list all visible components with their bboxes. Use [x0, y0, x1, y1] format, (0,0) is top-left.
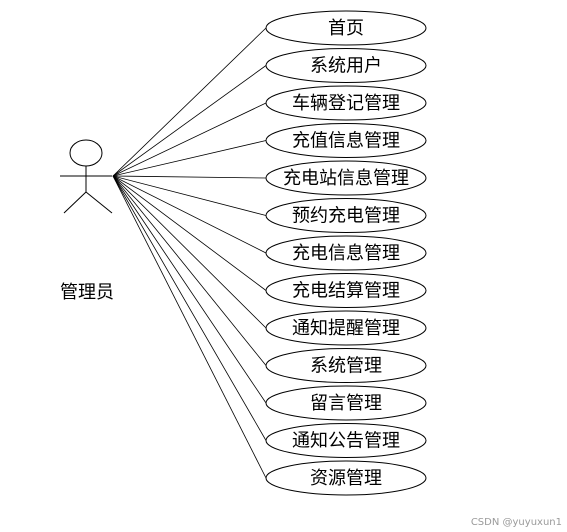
use-case-label: 充电信息管理 [292, 243, 400, 264]
use-case-ellipse [265, 310, 427, 346]
use-case-list: 首页系统用户车辆登记管理充值信息管理充电站信息管理预约充电管理充电信息管理充电结… [265, 10, 427, 496]
use-case-ellipse [265, 48, 427, 83]
use-case-10: 系统管理 [265, 348, 427, 383]
use-case-ellipse [265, 423, 427, 458]
association-lines [112, 27, 267, 479]
association-line-2 [112, 65, 267, 177]
use-case-ellipse [265, 198, 427, 233]
use-case-label: 通知公告管理 [292, 431, 400, 452]
use-case-label: 充值信息管理 [292, 131, 400, 152]
use-case-ellipse [265, 273, 427, 308]
association-line-4 [112, 140, 267, 177]
actor-right-leg [85, 191, 113, 214]
use-case-label: 系统用户 [310, 56, 382, 77]
use-case-ellipse [265, 10, 427, 46]
actor-figure: 管理员 [60, 139, 114, 303]
actor-label: 管理员 [60, 282, 114, 303]
use-case-label: 资源管理 [310, 468, 382, 489]
use-case-label: 留言管理 [310, 393, 382, 414]
association-line-1 [112, 27, 267, 177]
use-case-ellipse [265, 160, 427, 196]
use-case-1: 首页 [265, 10, 427, 46]
use-case-12: 通知公告管理 [265, 423, 427, 458]
use-case-label: 通知提醒管理 [292, 318, 400, 339]
use-case-3: 车辆登记管理 [265, 85, 427, 121]
use-case-4: 充值信息管理 [265, 123, 427, 158]
use-case-label: 预约充电管理 [292, 206, 400, 227]
use-case-ellipse [265, 385, 427, 421]
use-case-11: 留言管理 [265, 385, 427, 421]
use-case-label: 系统管理 [310, 356, 382, 377]
association-line-8 [112, 175, 267, 291]
use-case-label: 充电结算管理 [292, 281, 400, 302]
use-case-ellipse [265, 235, 427, 271]
use-case-label: 充电站信息管理 [283, 168, 409, 189]
watermark-text: CSDN @yuyuxun1 [471, 517, 562, 528]
use-case-5: 充电站信息管理 [265, 160, 427, 196]
association-line-11 [112, 175, 267, 404]
use-case-ellipse [265, 348, 427, 383]
association-line-9 [112, 175, 267, 329]
use-case-label: 车辆登记管理 [292, 93, 400, 114]
actor-left-leg [63, 191, 87, 214]
use-case-7: 充电信息管理 [265, 235, 427, 271]
use-case-8: 充电结算管理 [265, 273, 427, 308]
association-line-12 [112, 175, 267, 441]
use-case-9: 通知提醒管理 [265, 310, 427, 346]
association-line-10 [112, 175, 267, 366]
use-case-label: 首页 [328, 18, 364, 39]
actor-head [69, 139, 103, 167]
association-line-6 [112, 175, 267, 216]
use-case-2: 系统用户 [265, 48, 427, 83]
use-case-ellipse [265, 123, 427, 158]
use-case-6: 预约充电管理 [265, 198, 427, 233]
association-line-3 [112, 102, 267, 177]
association-line-13 [112, 175, 267, 479]
use-case-ellipse [265, 85, 427, 121]
use-case-13: 资源管理 [265, 460, 427, 496]
association-line-5 [112, 175, 267, 179]
association-line-7 [112, 175, 267, 254]
use-case-ellipse [265, 460, 427, 496]
